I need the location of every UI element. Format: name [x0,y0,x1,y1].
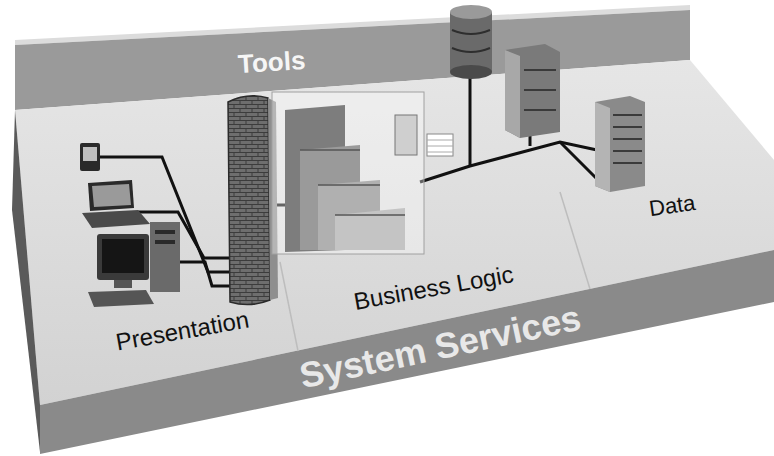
tier-label: Data [647,191,696,221]
client-devices-part [114,280,132,288]
tier-label: Business Logic [352,261,516,315]
business-logic-building-part [300,150,405,215]
data-servers-part [595,102,610,192]
business-logic-building-part [395,115,417,155]
client-devices [80,143,180,307]
data-servers [450,5,645,192]
data-servers-part [450,12,492,72]
wires-part [469,72,472,166]
business-logic-building-part [427,140,453,152]
data-servers-part [450,65,492,79]
tools-label: Tools [237,46,306,79]
data-servers-part [524,70,556,110]
platform [12,5,774,454]
data-servers-part [452,30,490,52]
client-devices-part [82,210,150,228]
client-devices-part [83,147,97,161]
client-devices-part [155,230,175,234]
firewall [228,96,278,305]
data-servers-part [595,96,645,192]
client-devices-part [88,290,154,307]
wires-part [560,142,600,182]
client-devices-part [150,222,180,292]
platform-side [12,110,40,452]
client-devices-part [97,234,149,280]
client-devices-part [80,143,100,171]
client-devices-part [88,180,134,211]
tier-label: Presentation [113,306,250,355]
zone-divider [560,192,590,289]
data-servers-part [505,44,560,138]
zone-divider [280,262,298,351]
data-servers-part [450,5,492,19]
platform-top [15,60,774,405]
client-devices-part [102,239,144,273]
wires-part [180,262,230,286]
data-servers-part [613,115,642,163]
business-logic-building-part [272,92,424,254]
business-logic-building-part [427,134,453,156]
client-devices-part [155,240,175,244]
firewall-part [228,96,270,305]
business-logic-building [272,92,453,254]
services-label: System Services [296,298,584,396]
data-servers-part [505,50,520,138]
client-devices-part [92,184,131,207]
